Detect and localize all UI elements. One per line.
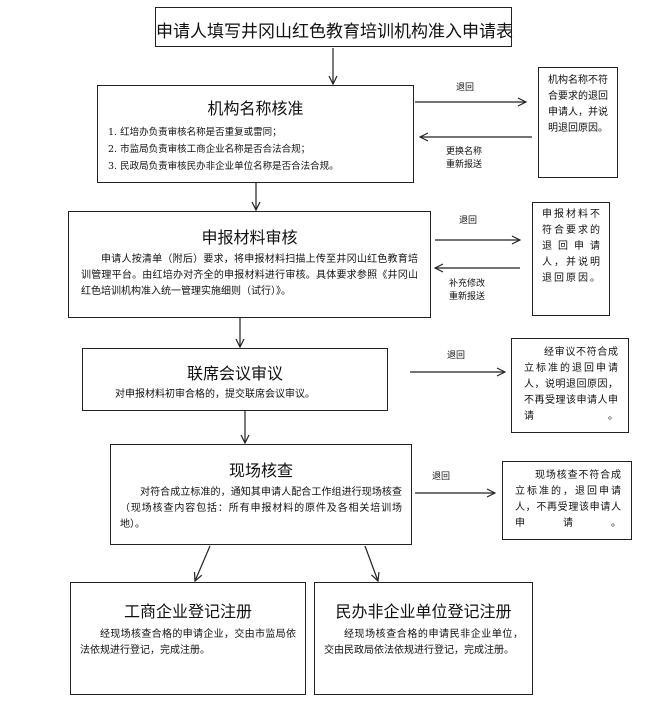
name-approval-list: 1. 红培办负责审核名称是否重复或雷同； 2. 市监局负责审核工商企业名称是否合… [108, 124, 339, 175]
step2-resubmit-line1: 补充修改 [449, 279, 486, 289]
joint-meeting-box: 联席会议审议 对申报材料初审合格的，提交联席会议审议。 [82, 348, 388, 411]
nonprofit-registration-title: 民办非企业单位登记注册 [335, 602, 512, 621]
meeting-reject-box: 经审议不符合成立标准的退回申请人，说明退回原因，不再受理该申请人申请。 [511, 338, 629, 433]
joint-meeting-text: 对申报材料初审合格的，提交联席会议审议。 [115, 389, 315, 400]
step3-return-label: 退回 [447, 351, 466, 361]
step2-return-label: 退回 [459, 216, 478, 226]
materials-review-title: 申报材料审核 [201, 228, 298, 247]
header-title: 申请人填写井冈山红色教育培训机构准入申请表 [156, 22, 513, 42]
site-inspection-text: 对符合成立标准的，通知其申请人配合工作组进行现场核查（现场核查内容包括：所有申报… [120, 487, 402, 530]
business-registration-title: 工商企业登记注册 [123, 602, 252, 621]
arrow-step4-to-right [364, 545, 378, 581]
name-approval-title: 机构名称核准 [207, 99, 304, 118]
list-item: 1. 红培办负责审核名称是否重复或雷同； [108, 127, 282, 138]
inspection-reject-text: 现场核查不符合成立标准的，退回申请人，不再受理该申请人申请。 [515, 470, 621, 529]
step2-resubmit-line2: 重新报送 [449, 292, 486, 302]
joint-meeting-title: 联席会议审议 [186, 364, 283, 383]
business-registration-box: 工商企业登记注册 经现场核查合格的申请企业，交由市监局依法依规进行登记，完成注册… [70, 582, 306, 695]
step4-return-label: 退回 [432, 472, 451, 482]
step1-return-label: 退回 [456, 83, 475, 93]
site-inspection-box: 现场核查 对符合成立标准的，通知其申请人配合工作组进行现场核查（现场核查内容包括… [110, 444, 412, 545]
business-registration-text: 经现场核查合格的申请企业，交由市监局依法依规进行登记，完成注册。 [80, 629, 296, 656]
step1-resubmit-line1: 更换名称 [446, 147, 483, 157]
step1-resubmit-label: 更换名称 重新报送 [446, 146, 482, 172]
step1-resubmit-line2: 重新报送 [446, 160, 483, 170]
arrow-step4-to-left [195, 545, 211, 581]
meeting-reject-text: 经审议不符合成立标准的退回申请人，说明退回原因，不再受理该申请人申请。 [524, 347, 618, 422]
name-reject-box: 机构名称不符合要求的退回申请人，并说明退回原因。 [538, 67, 618, 178]
site-inspection-title: 现场核查 [228, 461, 293, 480]
materials-reject-box: 申报材料不符合要求的退回申请人，并说明退回原因。 [532, 202, 610, 316]
inspection-reject-box: 现场核查不符合成立标准的，退回申请人，不再受理该申请人申请。 [502, 461, 632, 540]
materials-reject-text: 申报材料不符合要求的退回申请人，并说明退回原因。 [542, 209, 600, 284]
nonprofit-registration-box: 民办非企业单位登记注册 经现场核查合格的申请民非企业单位，交由民政局依法依规进行… [314, 582, 533, 695]
step2-resubmit-label: 补充修改 重新报送 [449, 278, 485, 304]
name-reject-text: 机构名称不符合要求的退回申请人，并说明退回原因。 [548, 75, 608, 134]
nonprofit-registration-text: 经现场核查合格的申请民非企业单位，交由民政局依法依规进行登记，完成注册。 [324, 629, 523, 656]
materials-review-box: 申报材料审核 申请人按清单（附后）要求，将申报材料扫描上传至井冈山红色教育培训管… [68, 211, 431, 318]
materials-review-text: 申请人按清单（附后）要求，将申报材料扫描上传至井冈山红色教育培训管理平台。由红培… [81, 254, 418, 297]
list-item: 3. 民政局负责审核民办非企业单位名称是否合法合规。 [108, 161, 339, 172]
header-box: 申请人填写井冈山红色教育培训机构准入申请表 [155, 7, 513, 47]
list-item: 2. 市监局负责审核工商企业名称是否合法合规； [108, 144, 311, 155]
name-approval-box: 机构名称核准 1. 红培办负责审核名称是否重复或雷同； 2. 市监局负责审核工商… [97, 85, 414, 183]
